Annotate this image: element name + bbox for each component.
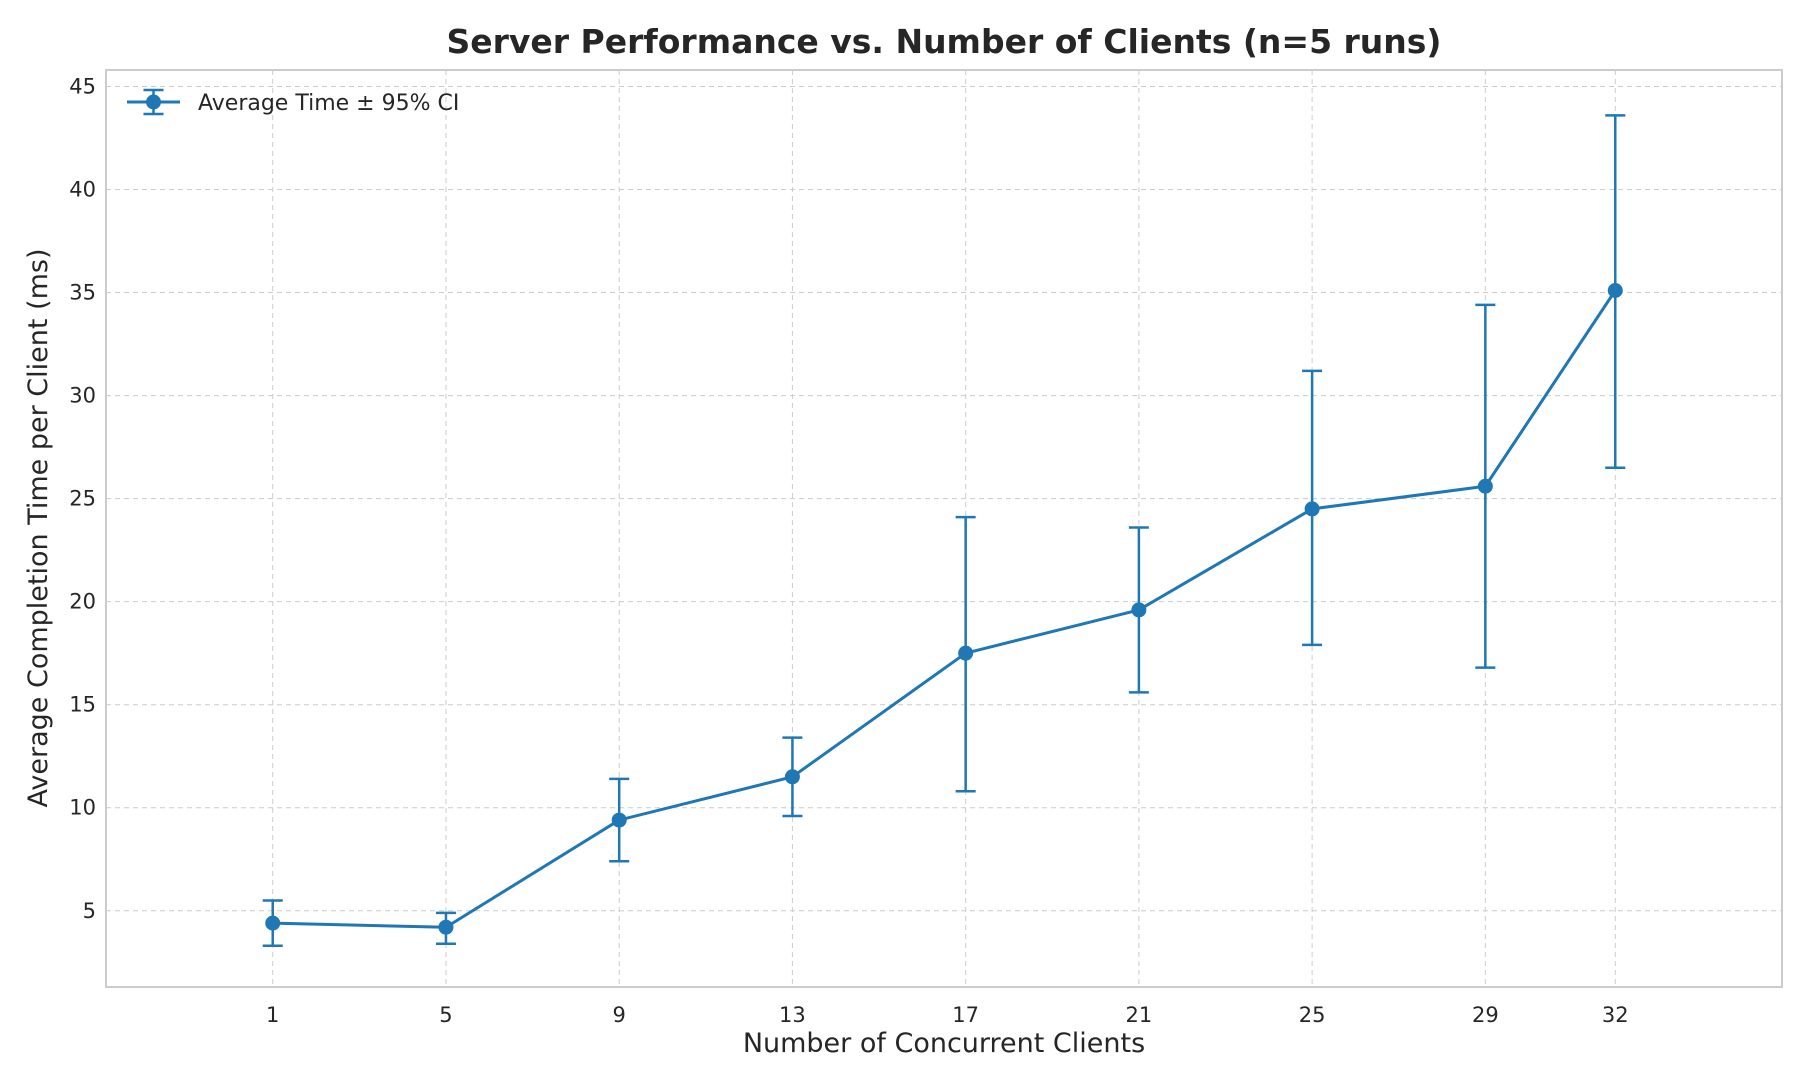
y-tick-label: 35 <box>69 281 96 305</box>
plot-frame <box>105 69 1783 988</box>
data-point <box>1304 501 1320 517</box>
series-layer <box>262 114 1626 948</box>
y-tick-label: 20 <box>69 590 96 614</box>
legend-label: Average Time ± 95% CI <box>198 91 459 116</box>
data-point <box>438 919 454 935</box>
x-tick-label: 1 <box>266 1003 279 1027</box>
grid-lines <box>106 70 1782 987</box>
data-point <box>265 915 281 931</box>
y-tick-label: 5 <box>83 899 96 923</box>
data-point <box>1607 282 1623 298</box>
x-tick-label: 9 <box>613 1003 626 1027</box>
x-tick-label: 5 <box>439 1003 452 1027</box>
y-tick-label: 45 <box>69 74 96 98</box>
y-tick-label: 30 <box>69 384 96 408</box>
y-tick-label: 15 <box>69 693 96 717</box>
x-tick-label: 32 <box>1602 1003 1629 1027</box>
data-point <box>1131 602 1147 618</box>
data-point <box>611 812 627 828</box>
y-tick-label: 10 <box>69 796 96 820</box>
y-axis-label: Average Completion Time per Client (ms) <box>23 249 54 808</box>
x-axis-label: Number of Concurrent Clients <box>743 1028 1145 1059</box>
x-tick-label: 29 <box>1472 1003 1499 1027</box>
data-point <box>784 769 800 785</box>
data-point <box>958 645 974 661</box>
x-tick-label: 13 <box>779 1003 806 1027</box>
y-tick-label: 25 <box>69 487 96 511</box>
x-tick-label: 21 <box>1126 1003 1153 1027</box>
y-tick-label: 40 <box>69 178 96 202</box>
data-point <box>1477 478 1493 494</box>
x-tick-label: 17 <box>952 1003 979 1027</box>
x-tick-label: 25 <box>1299 1003 1326 1027</box>
legend-marker <box>146 94 161 110</box>
x-tick-labels: 1 5 9 13 17 21 25 29 32 <box>266 1003 1629 1027</box>
legend: Average Time ± 95% CI <box>127 88 459 116</box>
legend-errorbar-marker-icon <box>127 88 180 116</box>
y-tick-labels: 5 10 15 20 25 30 35 40 45 <box>69 74 96 922</box>
chart-title: Server Performance vs. Number of Clients… <box>446 22 1441 61</box>
